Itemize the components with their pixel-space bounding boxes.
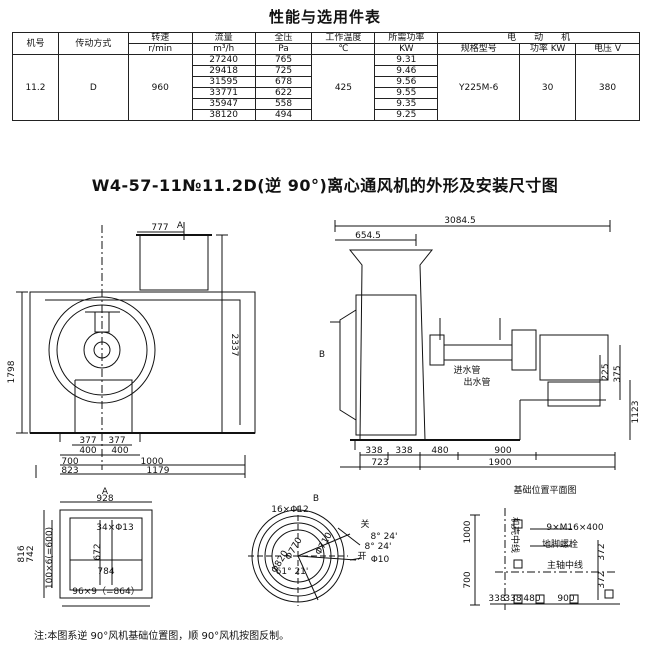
dim-672: 672 bbox=[93, 543, 103, 560]
cell-motor-model: Y225M-6 bbox=[437, 54, 521, 121]
dim-377-right: 377 bbox=[108, 436, 125, 446]
table-title: 性能与选用件表 bbox=[268, 8, 381, 26]
dim-3084: 3084.5 bbox=[444, 216, 476, 226]
water-out-label: 出水管 bbox=[463, 376, 490, 388]
drawing-title: W4-57-11№11.2D(逆 90°)离心通风机的外形及安装尺寸图 bbox=[91, 176, 559, 195]
foundation-bolt: 9×M16×400 bbox=[546, 523, 603, 533]
dim-400-right: 400 bbox=[111, 446, 128, 456]
dim-480: 480 bbox=[431, 446, 448, 456]
dim-900: 900 bbox=[494, 446, 511, 456]
table-row: 33771 622 9.55 bbox=[13, 87, 640, 99]
cell-pressure: 494 bbox=[254, 109, 313, 121]
view-b-angle-1: 8° 24' bbox=[370, 532, 397, 542]
view-b-d10: Φ10 bbox=[371, 555, 390, 565]
table-row: 35947 558 9.35 bbox=[13, 98, 640, 110]
foundation-dim-480: 480 bbox=[523, 594, 540, 604]
dim-375: 375 bbox=[613, 365, 623, 382]
dim-400-left: 400 bbox=[79, 446, 96, 456]
foundation-dim-1000: 1000 bbox=[463, 520, 473, 543]
dim-338-a: 338 bbox=[365, 446, 382, 456]
view-a bbox=[43, 501, 153, 607]
dim-742: 742 bbox=[26, 545, 36, 562]
foundation-plan bbox=[470, 508, 620, 610]
dim-2337: 2337 bbox=[229, 334, 239, 357]
dim-225: 225 bbox=[601, 363, 611, 380]
dim-784: 784 bbox=[97, 567, 114, 577]
dim-338-b: 338 bbox=[395, 446, 412, 456]
dim-816: 816 bbox=[17, 545, 27, 562]
dim-1179: 1179 bbox=[147, 466, 170, 476]
view-b-angle-3: 61° 21' bbox=[276, 567, 309, 577]
table-row: 38120 494 9.25 bbox=[13, 109, 640, 121]
cell-model-no: 11.2 bbox=[12, 54, 59, 121]
label-a: A bbox=[177, 221, 184, 231]
dim-700: 700 bbox=[61, 457, 78, 467]
foundation-bolt-label: 地脚螺栓 bbox=[542, 538, 578, 550]
dim-928: 928 bbox=[96, 494, 113, 504]
label-b: B bbox=[319, 350, 325, 360]
foundation-dim-900: 900 bbox=[557, 594, 574, 604]
view-b-holes: 16×Φ12 bbox=[271, 505, 309, 515]
cell-power: 9.25 bbox=[374, 109, 439, 121]
cell-flow: 38120 bbox=[191, 109, 256, 121]
view-a-pitch-left: 100×6(=600) bbox=[45, 527, 55, 589]
dim-1900: 1900 bbox=[489, 458, 512, 468]
table-row: 11.2 D 960 27240 765 425 9.31 Y225M-6 30… bbox=[12, 54, 640, 121]
view-b-open: 开 bbox=[357, 551, 366, 562]
view-a-holes: 34×Φ13 bbox=[96, 523, 134, 533]
dim-377-left: 377 bbox=[79, 436, 96, 446]
cell-motor-voltage: 380 bbox=[575, 54, 640, 121]
foundation-dim-700: 700 bbox=[463, 571, 473, 588]
water-in-label: 进水管 bbox=[453, 364, 480, 376]
cell-temp: 425 bbox=[311, 54, 376, 121]
view-b-d710: Φ710 bbox=[314, 531, 335, 557]
front-view bbox=[16, 222, 256, 478]
dim-654: 654.5 bbox=[355, 231, 381, 241]
foundation-dim-372-b: 372 bbox=[597, 571, 607, 588]
table-row: 29418 725 9.46 bbox=[13, 65, 640, 77]
view-b-close: 关 bbox=[360, 518, 369, 530]
foundation-title: 基础位置平面图 bbox=[513, 484, 576, 496]
view-b-label: B bbox=[313, 494, 319, 504]
dim-777: 777 bbox=[151, 223, 168, 233]
performance-table: 机号 传动方式 转速 流量 全压 工作温度 所需功率 电 动 机 r/min m… bbox=[12, 32, 640, 121]
view-a-pitch-bottom: 96×9（=864） bbox=[72, 586, 139, 597]
foundation-dim-338-a: 338 bbox=[488, 594, 505, 604]
view-a-label: A bbox=[102, 487, 109, 497]
drawing-note: 注:本图系逆 90°风机基础位置图，顺 90°风机按图反制。 bbox=[34, 631, 290, 642]
view-b-angle-2: 8° 24' bbox=[364, 542, 391, 552]
dim-823: 823 bbox=[61, 466, 78, 476]
dim-1123: 1123 bbox=[631, 401, 641, 424]
foundation-dim-338-b: 338 bbox=[504, 594, 521, 604]
dim-723: 723 bbox=[371, 458, 388, 468]
dim-1798: 1798 bbox=[7, 360, 17, 383]
foundation-dim-372-a: 372 bbox=[597, 543, 607, 560]
view-b bbox=[248, 506, 363, 606]
foundation-shaft-center: 主轴中线 bbox=[547, 559, 583, 571]
side-view bbox=[330, 220, 631, 470]
foundation-casing-center: 机壳中线 bbox=[509, 517, 521, 553]
dim-1000: 1000 bbox=[141, 457, 164, 467]
